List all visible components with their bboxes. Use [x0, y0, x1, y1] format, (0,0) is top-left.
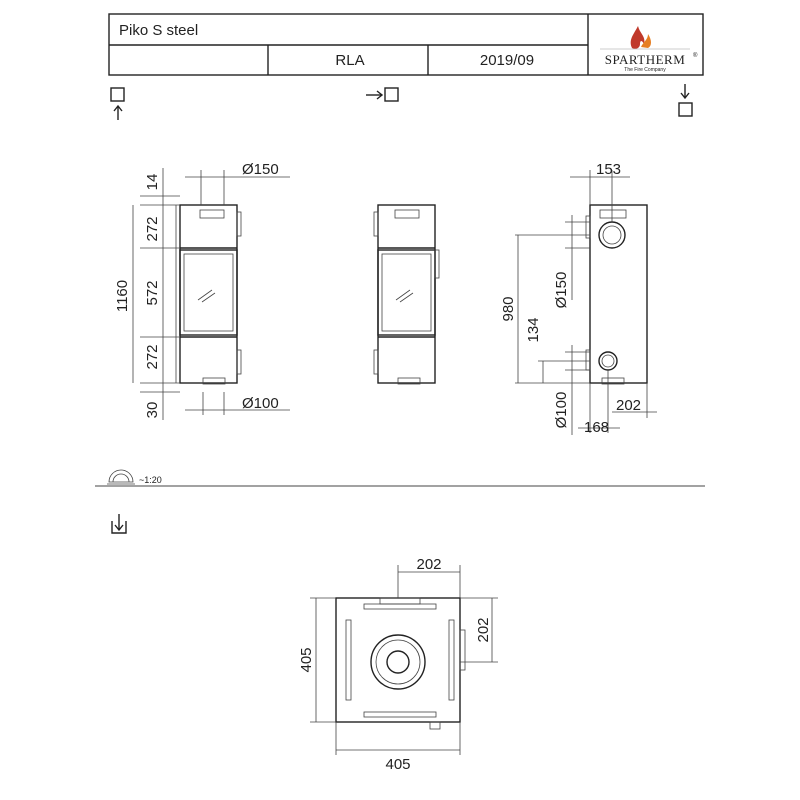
- drawing-date: 2019/09: [480, 52, 534, 69]
- scale-label: ~1:20: [139, 475, 162, 485]
- brand-registered: ®: [693, 52, 698, 59]
- view-symbol-back: [678, 84, 693, 117]
- dim-top-offset-right: 202: [475, 617, 492, 642]
- product-name: Piko S steel: [119, 22, 198, 39]
- dim-top-width: 405: [385, 756, 410, 773]
- dim-front-flue-diameter: Ø150: [242, 161, 279, 178]
- dim-front-door-section: 572: [144, 280, 161, 305]
- view-symbol-side: [366, 87, 399, 102]
- dim-back-flue-offset: 153: [596, 161, 621, 178]
- brand-logo: SPARTHERM ® The Fire Company: [600, 26, 698, 73]
- drawing-code: RLA: [335, 52, 364, 69]
- flame-icon: [630, 26, 645, 49]
- front-view: Ø150 14 272 1160 572 272 30 Ø100: [114, 161, 290, 420]
- dim-front-total-height: 1160: [114, 280, 131, 312]
- dim-front-top-section: 272: [144, 216, 161, 241]
- dim-back-air-depth: 168: [584, 419, 609, 436]
- scale-icon: [108, 469, 134, 483]
- flame-small-icon: [641, 34, 651, 48]
- dim-back-flue-diameter: Ø150: [553, 272, 570, 309]
- brand-name: SPARTHERM: [605, 52, 686, 67]
- brand-tagline: The Fire Company: [624, 67, 666, 73]
- view-symbol-top: [111, 514, 127, 534]
- dim-top-depth: 405: [298, 647, 315, 672]
- dim-front-top-gap: 14: [144, 174, 161, 191]
- dim-back-air-height: 134: [525, 317, 542, 342]
- dim-top-offset-top: 202: [416, 556, 441, 573]
- back-view: 153 980 134 Ø150 Ø100 168 202: [500, 161, 657, 436]
- top-view: 202 202 405 405: [298, 556, 498, 773]
- dim-front-foot: 30: [144, 402, 161, 419]
- dim-back-air-diameter: Ø100: [553, 392, 570, 429]
- dim-back-flue-height: 980: [500, 296, 517, 321]
- dim-front-bottom-section: 272: [144, 344, 161, 369]
- side-view-right: [373, 204, 440, 385]
- title-block: Piko S steel RLA 2019/09 SPARTHERM ® The…: [108, 13, 704, 76]
- dim-back-air-offset: 202: [616, 397, 641, 414]
- scale-indicator: ~1:20: [107, 469, 162, 485]
- dim-front-air-diameter: Ø100: [242, 395, 279, 412]
- view-symbol-front: [110, 87, 125, 120]
